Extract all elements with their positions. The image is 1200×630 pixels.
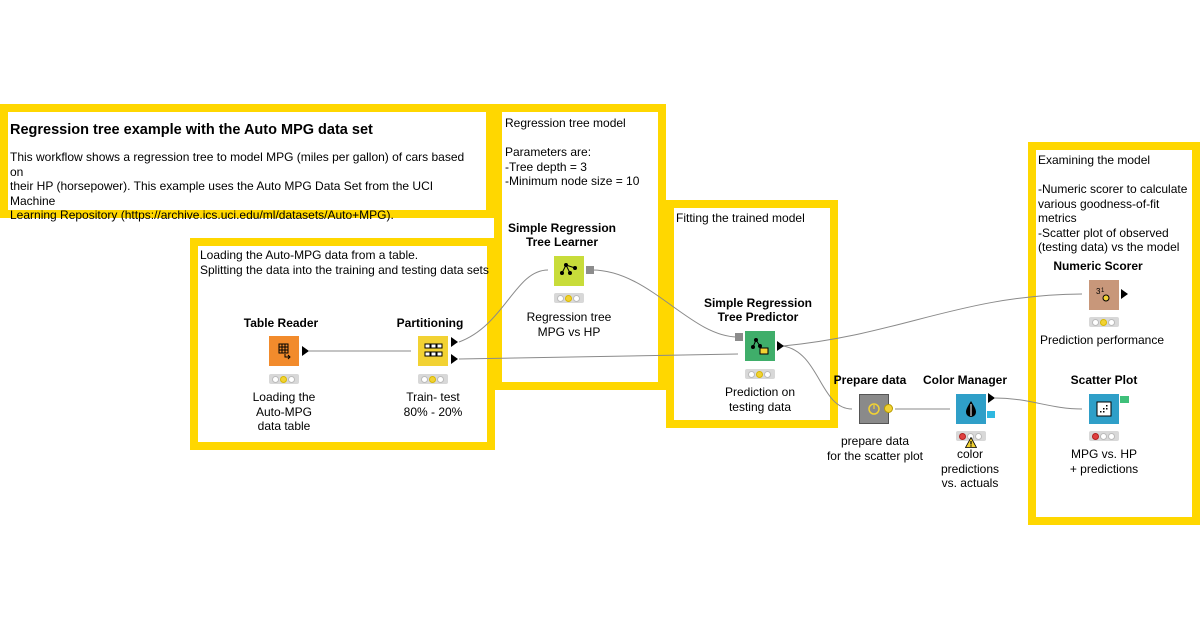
annotation-fitting-text: Fitting the trained model bbox=[676, 211, 805, 225]
partitioning-output-port-1[interactable] bbox=[451, 337, 458, 347]
color-manager-title: Color Manager bbox=[922, 373, 1007, 387]
scatter-plot-icon bbox=[1096, 401, 1112, 417]
svg-text:1: 1 bbox=[1101, 288, 1105, 294]
metanode-icon bbox=[868, 403, 880, 415]
partitioning-status bbox=[418, 374, 448, 384]
table-reader-label: Loading the Auto-MPG data table bbox=[252, 390, 316, 433]
annotation-intro-title: Regression tree example with the Auto MP… bbox=[10, 122, 373, 138]
partitioning-title: Partitioning bbox=[396, 316, 464, 330]
color-manager-model-port[interactable] bbox=[987, 411, 995, 418]
color-manager-status bbox=[956, 431, 986, 441]
predictor-title: Simple Regression Tree Predictor bbox=[703, 296, 813, 324]
color-manager-node[interactable] bbox=[956, 394, 986, 424]
learner-model-output-port[interactable] bbox=[586, 266, 594, 274]
tree-predict-icon bbox=[751, 338, 769, 355]
table-icon bbox=[278, 343, 291, 360]
color-drop-icon bbox=[966, 401, 976, 417]
scatter-view-port[interactable] bbox=[1120, 396, 1129, 403]
prepare-label: prepare data for the scatter plot bbox=[826, 434, 924, 463]
scorer-icon: 3 1 bbox=[1096, 287, 1110, 302]
annotation-examining-text: Examining the model -Numeric scorer to c… bbox=[1038, 153, 1188, 254]
prepare-output-port[interactable] bbox=[884, 404, 893, 413]
table-reader-status bbox=[269, 374, 299, 384]
color-manager-label: color predictions vs. actuals bbox=[940, 447, 1000, 490]
prepare-title: Prepare data bbox=[833, 373, 907, 387]
scatter-label: MPG vs. HP + predictions bbox=[1069, 447, 1139, 476]
predictor-output-port[interactable] bbox=[777, 341, 784, 351]
annotation-intro-body: This workflow shows a regression tree to… bbox=[10, 150, 465, 222]
annotation-loading-text: Loading the Auto-MPG data from a table. … bbox=[200, 248, 489, 277]
svg-text:3: 3 bbox=[1096, 287, 1101, 296]
scorer-node[interactable]: 3 1 bbox=[1089, 280, 1119, 310]
partitioning-output-port-2[interactable] bbox=[451, 354, 458, 364]
annotation-intro[interactable]: Regression tree example with the Auto MP… bbox=[0, 104, 494, 222]
predictor-node[interactable] bbox=[745, 331, 775, 361]
wire-predictor-to-scorer bbox=[782, 293, 1083, 347]
predictor-status bbox=[745, 369, 775, 379]
table-reader-output-port[interactable] bbox=[302, 346, 309, 356]
color-manager-output-port[interactable] bbox=[988, 393, 995, 403]
predictor-label: Prediction on testing data bbox=[724, 385, 796, 414]
learner-label: Regression tree MPG vs HP bbox=[526, 310, 612, 339]
wire-color-to-scatter bbox=[994, 397, 1083, 410]
partition-icon bbox=[424, 343, 443, 357]
annotation-examining[interactable]: Examining the model -Numeric scorer to c… bbox=[1028, 142, 1200, 525]
scatter-status bbox=[1089, 431, 1119, 441]
learner-node[interactable] bbox=[554, 256, 584, 286]
predictor-model-input-port[interactable] bbox=[735, 333, 743, 341]
wire-partitioning-to-predictor bbox=[458, 353, 739, 360]
scorer-title: Numeric Scorer bbox=[1053, 259, 1143, 273]
tree-icon bbox=[560, 263, 577, 275]
scatter-node[interactable] bbox=[1089, 394, 1119, 424]
scorer-label: Prediction performance bbox=[1039, 333, 1165, 347]
wire-predictor-to-prepare bbox=[782, 345, 853, 410]
scorer-status bbox=[1089, 317, 1119, 327]
learner-title: Simple Regression Tree Learner bbox=[507, 221, 617, 249]
annotation-model[interactable]: Regression tree model Parameters are: -T… bbox=[494, 104, 666, 390]
partitioning-label: Train- test 80% - 20% bbox=[403, 390, 463, 419]
scorer-output-port[interactable] bbox=[1121, 289, 1128, 299]
partitioning-node[interactable] bbox=[418, 336, 448, 366]
warning-icon bbox=[965, 437, 977, 448]
table-reader-node[interactable] bbox=[269, 336, 299, 366]
wire-partitioning-to-learner bbox=[458, 269, 549, 343]
learner-status bbox=[554, 293, 584, 303]
wire-learner-to-predictor bbox=[591, 269, 739, 338]
annotation-model-text: Regression tree model Parameters are: -T… bbox=[505, 116, 640, 188]
scatter-title: Scatter Plot bbox=[1070, 373, 1138, 387]
table-reader-title: Table Reader bbox=[243, 316, 319, 330]
annotation-fitting[interactable]: Fitting the trained model bbox=[666, 200, 838, 428]
